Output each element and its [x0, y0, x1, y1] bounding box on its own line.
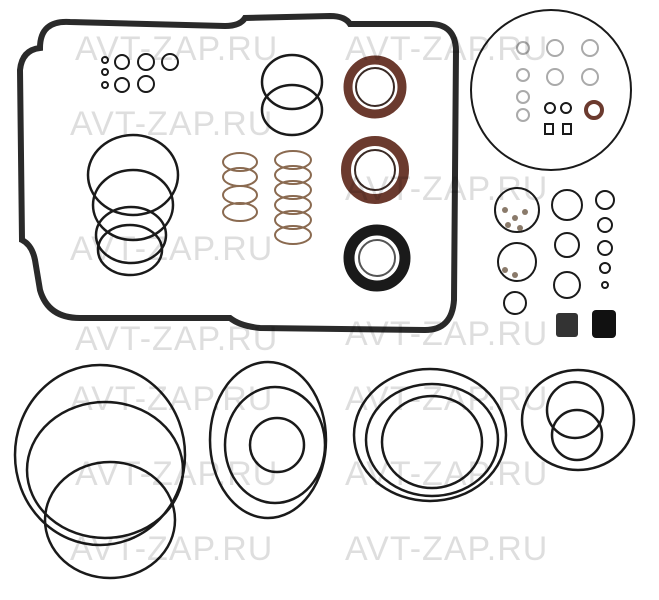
- o-ring-stack-left: [86, 133, 180, 277]
- svg-text:AVT-ZAP.RU: AVT-ZAP.RU: [70, 105, 273, 143]
- piston-rings: [222, 150, 312, 245]
- o-rings-top-middle: [260, 53, 324, 137]
- o-ring-set-top-right: [470, 9, 632, 171]
- svg-text:AVT-ZAP.RU: AVT-ZAP.RU: [345, 315, 548, 353]
- watermark: AVT-ZAP.RU AVT-ZAP.RU AVT-ZAP.RU AVT-ZAP.R…: [70, 30, 548, 568]
- check-balls: [502, 207, 528, 278]
- o-rings-bottom: [13, 360, 636, 580]
- svg-text:AVT-ZAP.RU: AVT-ZAP.RU: [70, 380, 273, 418]
- svg-text:AVT-ZAP.RU: AVT-ZAP.RU: [345, 455, 548, 493]
- svg-text:AVT-ZAP.RU: AVT-ZAP.RU: [75, 30, 278, 68]
- svg-text:AVT-ZAP.RU: AVT-ZAP.RU: [70, 230, 273, 268]
- shaft-seals: [341, 55, 411, 292]
- svg-text:AVT-ZAP.RU: AVT-ZAP.RU: [75, 320, 278, 358]
- svg-text:AVT-ZAP.RU: AVT-ZAP.RU: [345, 380, 548, 418]
- small-o-rings: [101, 53, 179, 93]
- plugs: [556, 310, 616, 338]
- pan-gasket: [16, 12, 460, 334]
- svg-text:AVT-ZAP.RU: AVT-ZAP.RU: [345, 530, 548, 568]
- svg-text:AVT-ZAP.RU: AVT-ZAP.RU: [345, 30, 548, 68]
- svg-text:AVT-ZAP.RU: AVT-ZAP.RU: [70, 530, 273, 568]
- svg-text:AVT-ZAP.RU: AVT-ZAP.RU: [345, 170, 548, 208]
- svg-text:AVT-ZAP.RU: AVT-ZAP.RU: [75, 455, 278, 493]
- o-rings-right-middle: [494, 187, 615, 315]
